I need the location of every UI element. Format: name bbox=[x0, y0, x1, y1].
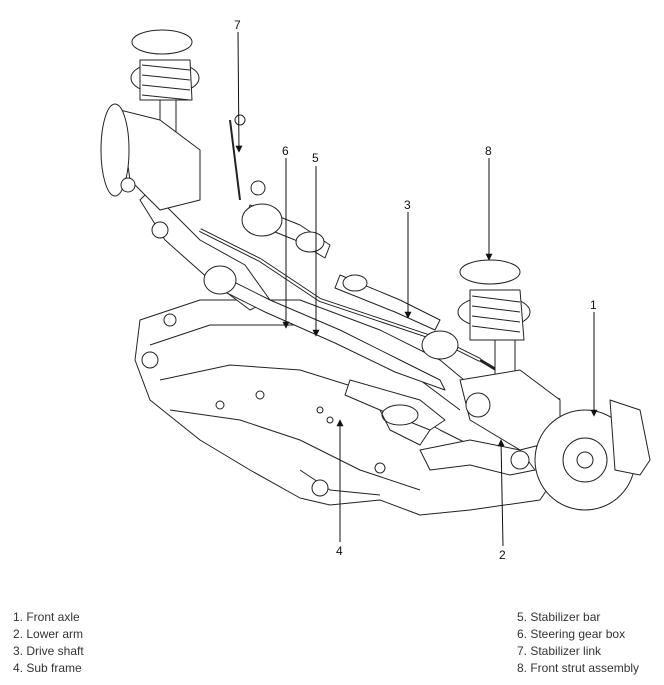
legend-item-steering-gear-box: 6. Steering gear box bbox=[517, 627, 626, 641]
callout-1: 1 bbox=[590, 298, 597, 312]
callout-4: 4 bbox=[336, 544, 343, 558]
callout-line-2 bbox=[497, 439, 505, 547]
legend-item-drive-shaft: 3. Drive shaft bbox=[13, 644, 84, 658]
callout-2: 2 bbox=[499, 548, 506, 562]
legend-item-front-strut-assembly: 8. Front strut assembly bbox=[517, 661, 640, 675]
legend-left: 1. Front axle 2. Lower arm 3. Drive shaf… bbox=[13, 609, 84, 677]
legend-item-stabilizer-bar: 5. Stabilizer bar bbox=[517, 610, 601, 624]
legend-item-stabilizer-link: 7. Stabilizer link bbox=[517, 644, 602, 658]
legend-right: 5. Stabilizer bar 6. Steering gear box 7… bbox=[517, 609, 639, 677]
callout-3: 3 bbox=[404, 198, 411, 212]
callout-7: 7 bbox=[234, 18, 241, 32]
front-suspension-diagram bbox=[100, 29, 651, 547]
legend-item-lower-arm: 2. Lower arm bbox=[13, 627, 84, 641]
lower-arm-drawing bbox=[139, 189, 536, 476]
legend-item-front-axle: 1. Front axle bbox=[13, 610, 80, 624]
steering-gear-box-drawing bbox=[203, 265, 446, 446]
callout-5: 5 bbox=[312, 151, 319, 165]
callout-line-7 bbox=[235, 31, 243, 153]
legend-item-sub-frame: 4. Sub frame bbox=[13, 661, 82, 675]
front-strut-left-drawing bbox=[100, 29, 266, 211]
callout-8: 8 bbox=[485, 144, 492, 158]
front-strut-right-drawing bbox=[457, 259, 651, 511]
drive-shaft-drawing bbox=[241, 203, 459, 360]
callout-6: 6 bbox=[282, 144, 289, 158]
